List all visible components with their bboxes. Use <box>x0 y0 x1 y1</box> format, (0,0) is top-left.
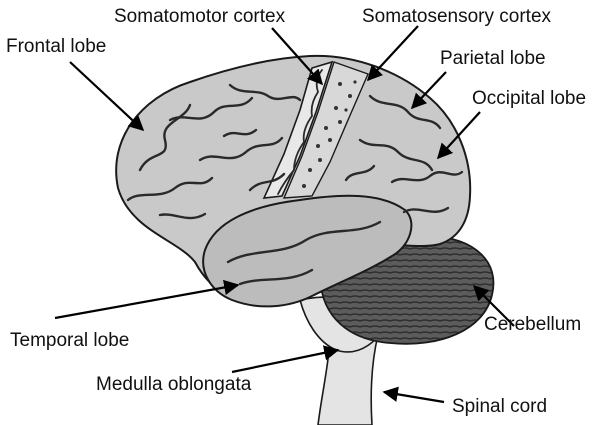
motor-strip-wave <box>277 69 323 195</box>
label-spinal-cord: Spinal cord <box>452 396 547 417</box>
label-frontal-lobe: Frontal lobe <box>6 36 106 57</box>
label-parietal-lobe: Parietal lobe <box>440 48 546 69</box>
cortical-sulci <box>126 83 464 286</box>
label-arrows <box>54 25 515 404</box>
arrow-parietal-lobe <box>410 71 447 110</box>
arrow-medulla-oblongata <box>231 345 340 374</box>
arrow-temporal-lobe <box>54 279 240 320</box>
label-medulla-oblongata: Medulla oblongata <box>96 374 252 395</box>
label-temporal-lobe: Temporal lobe <box>10 330 129 351</box>
arrow-occipital-lobe <box>436 111 481 160</box>
label-somatosensory-cortex: Somatosensory cortex <box>362 6 552 27</box>
label-cerebellum: Cerebellum <box>484 314 581 335</box>
arrow-spinal-cord <box>382 386 445 404</box>
arrow-cerebellum <box>472 284 515 327</box>
label-somatomotor-cortex: Somatomotor cortex <box>114 6 286 27</box>
arrow-frontal-lobe <box>69 61 145 132</box>
label-occipital-lobe: Occipital lobe <box>472 88 586 109</box>
arrow-somatomotor-cortex <box>271 27 324 86</box>
somatosensory-dots <box>302 80 357 188</box>
arrow-somatosensory-cortex <box>366 25 419 82</box>
temporal-lobe <box>202 194 413 308</box>
